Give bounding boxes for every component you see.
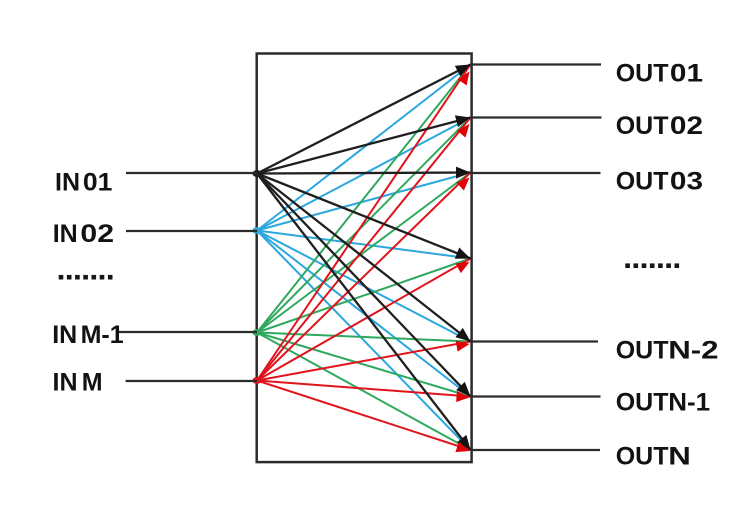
- svg-text:OUT: OUT: [616, 336, 669, 364]
- svg-text:OUT: OUT: [616, 167, 669, 195]
- svg-text:M-1: M-1: [81, 321, 124, 349]
- svg-text:N-2: N-2: [668, 335, 718, 363]
- svg-text:IN: IN: [52, 321, 77, 349]
- svg-text:OUT: OUT: [616, 442, 669, 470]
- svg-text:IN: IN: [53, 220, 78, 248]
- svg-text:IN: IN: [55, 169, 80, 197]
- svg-text:03: 03: [670, 167, 703, 195]
- svg-text:02: 02: [670, 111, 703, 139]
- svg-text:OUT: OUT: [616, 59, 669, 87]
- svg-text:M: M: [82, 369, 103, 397]
- svg-text:01: 01: [670, 59, 703, 87]
- svg-text:02: 02: [80, 219, 114, 247]
- svg-text:N-1: N-1: [668, 389, 710, 416]
- svg-text:OUT: OUT: [616, 389, 669, 417]
- svg-text:N: N: [668, 441, 691, 469]
- svg-text:IN: IN: [53, 369, 78, 397]
- svg-text:OUT: OUT: [616, 112, 669, 140]
- svg-text:01: 01: [83, 169, 112, 196]
